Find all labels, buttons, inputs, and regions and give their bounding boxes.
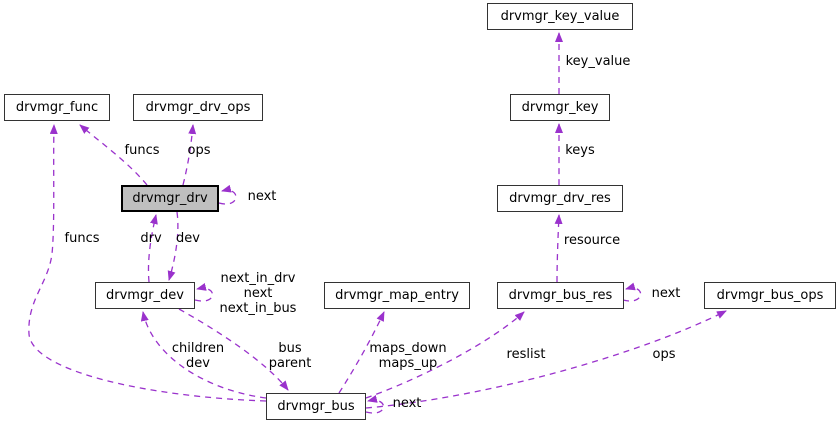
edge-bus-selfloop-next (365, 395, 385, 414)
node-label: drvmgr_bus_ops (716, 288, 824, 303)
node-label: drvmgr_drv_res (509, 191, 611, 206)
edge-label-key-value: key_value (565, 54, 631, 69)
edge-label-reslist: reslist (506, 347, 546, 362)
node-label: drvmgr_key (521, 100, 599, 115)
edge-label-line: parent (268, 356, 312, 371)
edge-label-line: dev (186, 356, 210, 371)
edge-label-next-bus: next (392, 396, 422, 411)
edge-label-funcs-top: funcs (124, 143, 160, 158)
edge-label-maps: maps_down maps_up (369, 341, 446, 371)
edge-drv-to-func-funcs (79, 124, 148, 186)
edge-busres-to-drvres-resource (554, 214, 563, 283)
node-drvmgr-bus-res[interactable]: drvmgr_bus_res (497, 282, 624, 309)
edge-label-line: maps_down (369, 341, 447, 356)
edge-label-line: next_in_drv (220, 271, 296, 286)
edge-label-dev-selfloop: next_in_drv next next_in_bus (220, 271, 297, 316)
node-drvmgr-key[interactable]: drvmgr_key (510, 94, 610, 121)
edge-label-ops-top: ops (187, 143, 211, 158)
edge-label-next-bus-res: next (651, 286, 681, 301)
node-label: drvmgr_func (15, 100, 99, 115)
edge-label-line: next (243, 286, 273, 301)
edge-dev-to-drv-drv (147, 214, 158, 283)
edge-drv-to-drvops-ops (182, 124, 197, 186)
edge-label-ops-bottom: ops (652, 347, 676, 362)
edge-drv-to-dev-dev (167, 211, 179, 281)
edge-label-line: bus (278, 341, 302, 356)
edge-bus-to-busops-ops (365, 310, 727, 409)
edge-label-resource: resource (563, 233, 621, 248)
node-label: drvmgr_map_entry (335, 288, 459, 303)
edge-busres-selfloop-next (622, 282, 642, 302)
edge-bus-to-busres-reslist (365, 311, 525, 399)
node-label: drvmgr_bus (277, 399, 355, 414)
edge-label-bus-parent: bus parent (269, 341, 312, 371)
edge-bus-to-mapentry-maps (338, 311, 385, 394)
node-drvmgr-drv-res[interactable]: drvmgr_drv_res (497, 185, 623, 212)
edge-label-dev: dev (176, 231, 200, 246)
node-drvmgr-dev[interactable]: drvmgr_dev (95, 282, 195, 309)
node-drvmgr-drv-ops[interactable]: drvmgr_drv_ops (133, 94, 263, 121)
node-drvmgr-func[interactable]: drvmgr_func (4, 94, 110, 121)
node-label: drvmgr_bus_res (508, 288, 613, 303)
node-label: drvmgr_drv (132, 191, 208, 206)
node-drvmgr-bus[interactable]: drvmgr_bus (266, 393, 366, 420)
edge-label-children-dev: children dev (172, 341, 224, 371)
node-drvmgr-bus-ops[interactable]: drvmgr_bus_ops (704, 282, 836, 309)
edge-label-funcs-left: funcs (64, 231, 100, 246)
node-drvmgr-drv-selected: drvmgr_drv (121, 185, 219, 212)
node-label: drvmgr_drv_ops (145, 100, 251, 115)
edge-label-line: children (171, 341, 225, 356)
edge-label-line: next_in_bus (219, 301, 297, 316)
edge-dev-selfloop-next (194, 283, 214, 302)
edge-dev-to-bus-bus-parent (178, 308, 289, 391)
node-label: drvmgr_dev (106, 288, 184, 303)
edge-drv-selfloop-next (218, 184, 237, 205)
edge-label-drv: drv (140, 231, 162, 246)
node-drvmgr-map-entry[interactable]: drvmgr_map_entry (324, 282, 470, 309)
edge-label-keys: keys (565, 143, 595, 158)
edge-bus-to-func-funcs (28, 124, 267, 402)
node-label: drvmgr_key_value (500, 9, 620, 24)
node-drvmgr-key-value[interactable]: drvmgr_key_value (487, 3, 633, 30)
edge-label-line: maps_up (378, 356, 438, 371)
edge-label-next-drv: next (247, 189, 277, 204)
